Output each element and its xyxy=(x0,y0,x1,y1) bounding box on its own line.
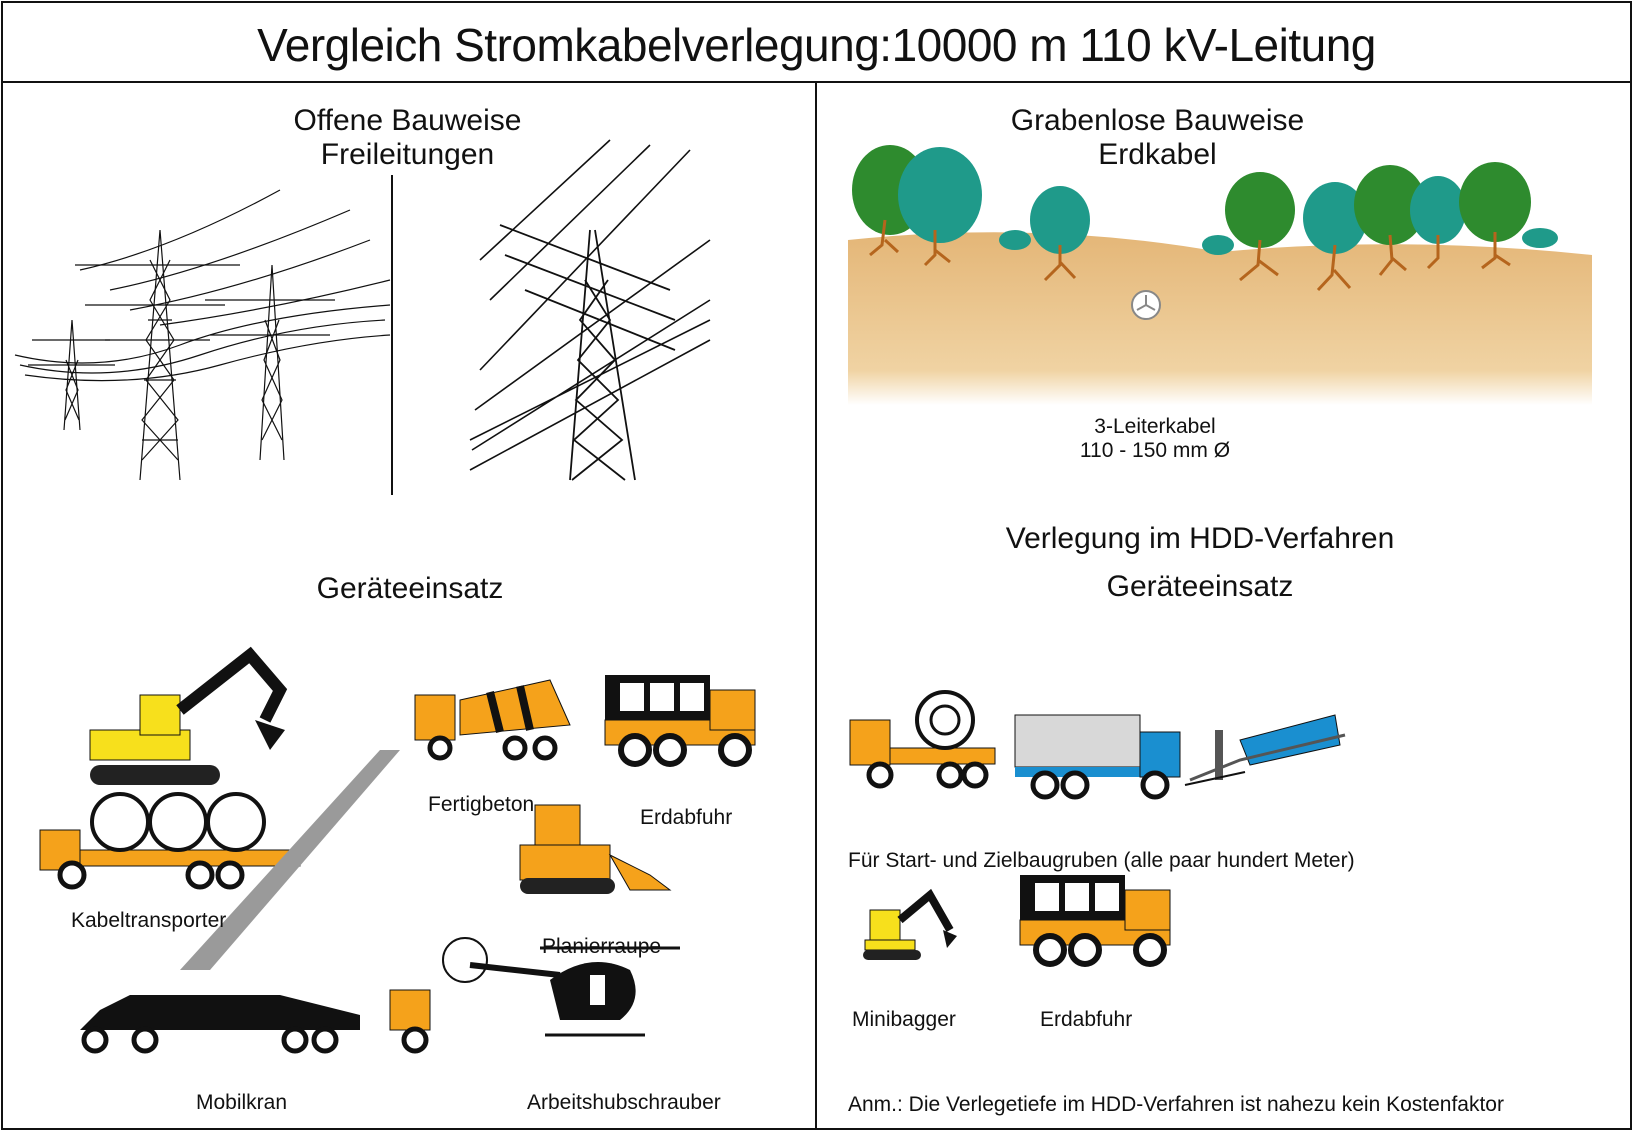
pylon-icon xyxy=(205,264,335,461)
pits-note: Für Start- und Zielbaugruben (alle paar … xyxy=(848,849,1355,872)
label-planierraupe: Planierraupe xyxy=(542,935,662,958)
cable-cross-section-icon xyxy=(1131,290,1161,320)
right-heading: Grabenlose Bauweise Erdkabel xyxy=(1000,104,1315,172)
right-equipment-heading: Geräteeinsatz xyxy=(1106,570,1294,603)
left-heading-line1: Offene Bauweise xyxy=(293,104,522,137)
left-heading: Offene Bauweise Freileitungen xyxy=(250,104,565,172)
label-minibagger: Minibagger xyxy=(852,1008,956,1031)
tree-icon xyxy=(852,145,982,267)
pylon-icon xyxy=(499,224,676,481)
box-truck-icon xyxy=(1014,714,1181,800)
cable-label-line2: 110 - 150 mm Ø xyxy=(1079,439,1231,462)
pylon-icon xyxy=(28,319,115,431)
diagram-title: Vergleich Stromkabelverlegung:10000 m 11… xyxy=(257,19,1376,71)
dump-truck-icon xyxy=(1019,875,1171,967)
tree-icon xyxy=(999,186,1090,282)
label-fertigbeton: Fertigbeton xyxy=(428,793,535,816)
tree-icon xyxy=(1303,182,1367,292)
label-erdabfuhr-right: Erdabfuhr xyxy=(1040,1008,1133,1031)
mobile-crane-icon xyxy=(80,750,431,1054)
cable-label-line1: 3-Leiterkabel xyxy=(1094,415,1216,438)
left-heading-line2: Freileitungen xyxy=(320,138,495,171)
right-machinery-illustration xyxy=(849,690,1346,967)
tree-icon xyxy=(1202,172,1295,282)
label-mobilkran: Mobilkran xyxy=(196,1091,288,1114)
tree-icon xyxy=(1459,162,1558,270)
hdd-drill-rig-icon xyxy=(1184,714,1346,786)
right-heading-line2: Erdkabel xyxy=(1098,138,1217,171)
left-equipment-heading: Geräteeinsatz xyxy=(316,572,504,605)
bulldozer-icon xyxy=(519,804,672,894)
underground-cable-illustration xyxy=(848,145,1592,405)
helicopter-icon xyxy=(442,937,680,1037)
concrete-mixer-icon xyxy=(414,679,571,761)
footnote: Anm.: Die Verlegetiefe im HDD-Verfahren … xyxy=(848,1093,1504,1116)
cable-label: 3-Leiterkabel 110 - 150 mm Ø xyxy=(1030,415,1280,463)
excavator-icon xyxy=(89,646,288,785)
hdd-heading: Verlegung im HDD-Verfahren xyxy=(1005,522,1395,555)
label-kabeltransporter: Kabeltransporter xyxy=(71,909,227,932)
soil-layer xyxy=(848,232,1592,405)
pylon-icon xyxy=(75,229,240,481)
right-heading-line1: Grabenlose Bauweise xyxy=(1010,104,1305,137)
left-machinery-illustration xyxy=(39,646,756,1054)
dump-truck-icon xyxy=(604,675,756,767)
overhead-lines-illustration xyxy=(14,139,711,495)
label-erdabfuhr-left: Erdabfuhr xyxy=(640,806,733,829)
mini-excavator-icon xyxy=(863,888,957,960)
tree-icon xyxy=(1354,165,1466,276)
cable-truck-icon xyxy=(39,792,301,890)
cable-truck-icon xyxy=(849,690,996,789)
label-arbeitshubschrauber: Arbeitshubschrauber xyxy=(527,1091,721,1114)
